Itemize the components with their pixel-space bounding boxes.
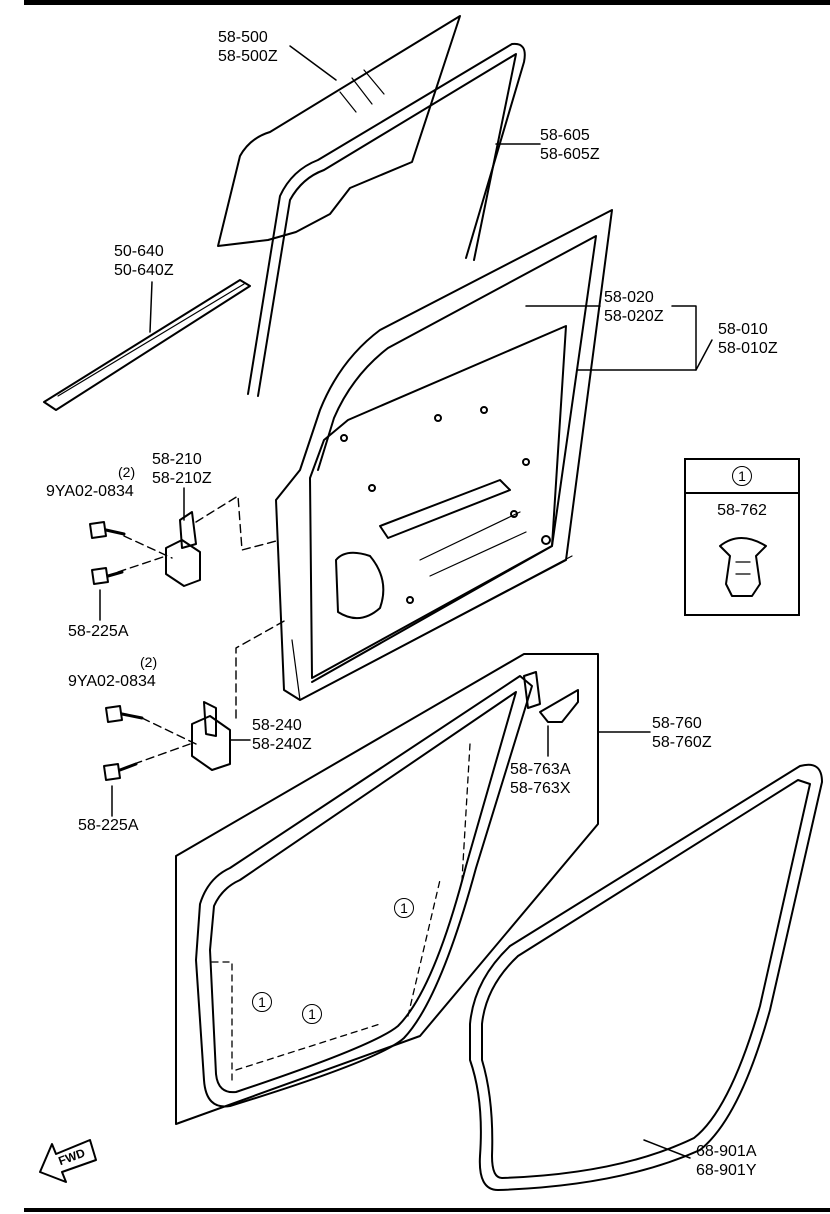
label-screw-upper: 58-225A bbox=[68, 623, 129, 640]
upper-bolts bbox=[89, 521, 126, 585]
qty-lower-bolt: (2) bbox=[140, 654, 158, 670]
legend-clip-icon bbox=[719, 537, 767, 597]
callout-marker: 1 bbox=[302, 1004, 322, 1024]
legend-symbol: 1 bbox=[732, 466, 752, 486]
weatherstrip bbox=[469, 763, 823, 1191]
top-border bbox=[24, 0, 830, 5]
upper-hinge-path bbox=[195, 495, 281, 551]
seal-clip bbox=[523, 671, 579, 723]
qty-upper-bolt: (2) bbox=[118, 464, 136, 480]
legend-box: 1 58-762 bbox=[684, 458, 800, 616]
belt-moulding bbox=[43, 279, 251, 411]
label-bolt-upper: 9YA02-0834 bbox=[46, 483, 134, 500]
leader-glass bbox=[289, 45, 337, 81]
lower-bolt-path bbox=[133, 717, 197, 765]
callout-marker: 1 bbox=[252, 992, 272, 1012]
bottom-border bbox=[24, 1208, 830, 1212]
bracket-door bbox=[671, 305, 713, 371]
run-channel bbox=[247, 42, 526, 397]
label-bolt-lower: 9YA02-0834 bbox=[68, 673, 156, 690]
fwd-arrow-icon bbox=[39, 1139, 97, 1183]
label-screw-lower: 58-225A bbox=[78, 817, 139, 834]
lower-bolts bbox=[103, 705, 144, 781]
leader-weatherstrip bbox=[643, 1139, 691, 1159]
door-glass bbox=[217, 15, 461, 247]
door-trim-seal bbox=[195, 675, 533, 1108]
leader-moulding bbox=[149, 281, 153, 333]
door-frame bbox=[275, 209, 613, 701]
lower-hinge bbox=[191, 701, 231, 771]
legend-part-number: 58-762 bbox=[717, 502, 767, 519]
legend-header: 1 bbox=[686, 460, 798, 494]
seal-frame bbox=[175, 653, 599, 1125]
upper-bolt-path bbox=[117, 535, 173, 573]
callout-marker: 1 bbox=[394, 898, 414, 918]
upper-hinge bbox=[165, 511, 201, 587]
lower-hinge-path bbox=[235, 619, 287, 719]
